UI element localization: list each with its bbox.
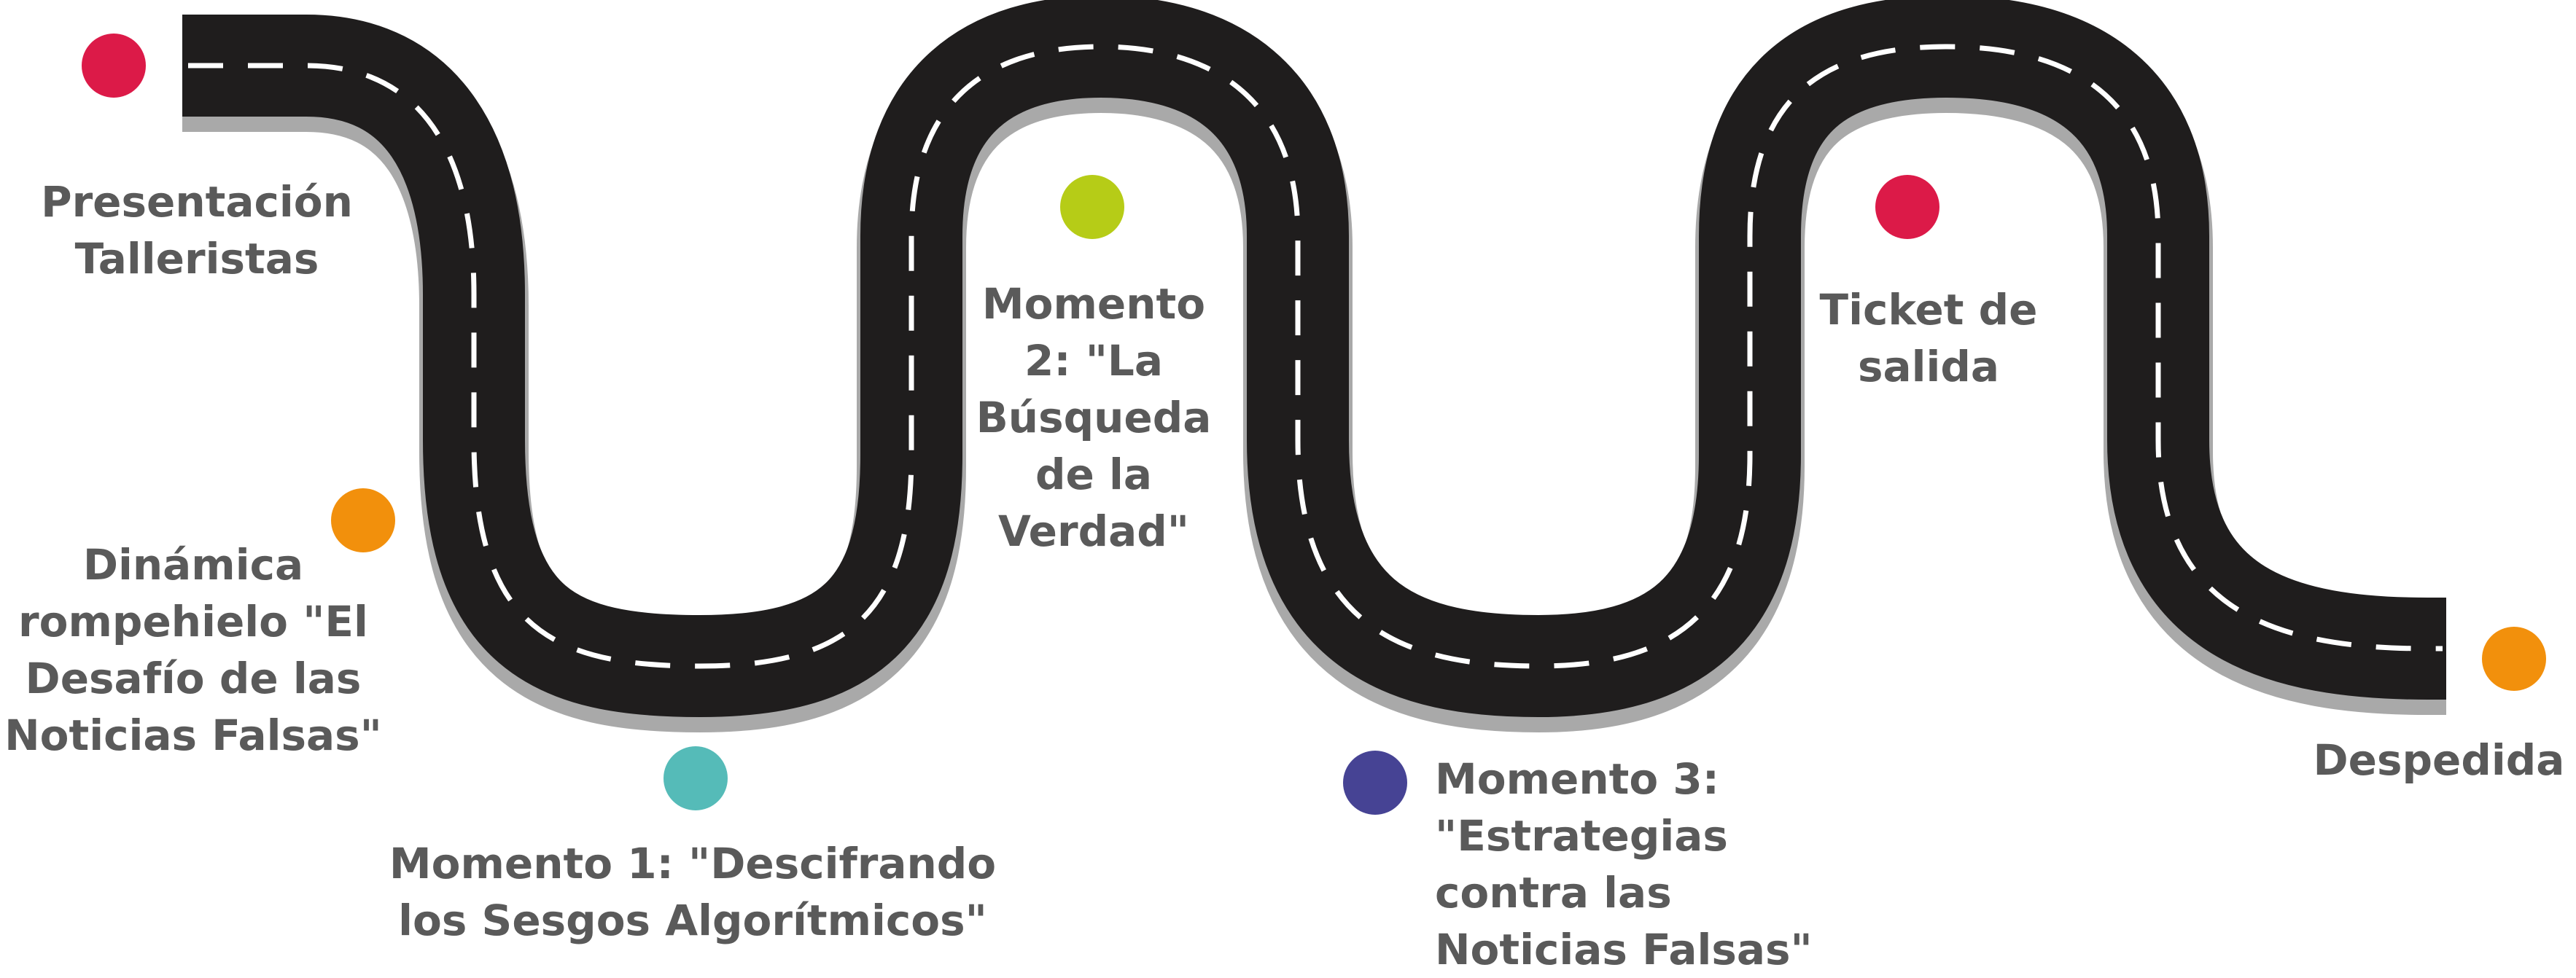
lane-marking: [188, 44, 2443, 669]
milestone-dot-momento-3: [1343, 751, 1407, 815]
milestone-dot-despedida: [2482, 627, 2546, 691]
milestone-label-despedida: Despedida: [2313, 735, 2565, 785]
milestone-dot-momento-2: [1060, 175, 1124, 239]
milestone-dot-presentacion: [82, 34, 146, 98]
milestone-dot-momento-1: [664, 746, 728, 810]
milestone-dot-ticket: [1875, 175, 1939, 239]
milestone-dot-dinamica: [331, 488, 395, 552]
